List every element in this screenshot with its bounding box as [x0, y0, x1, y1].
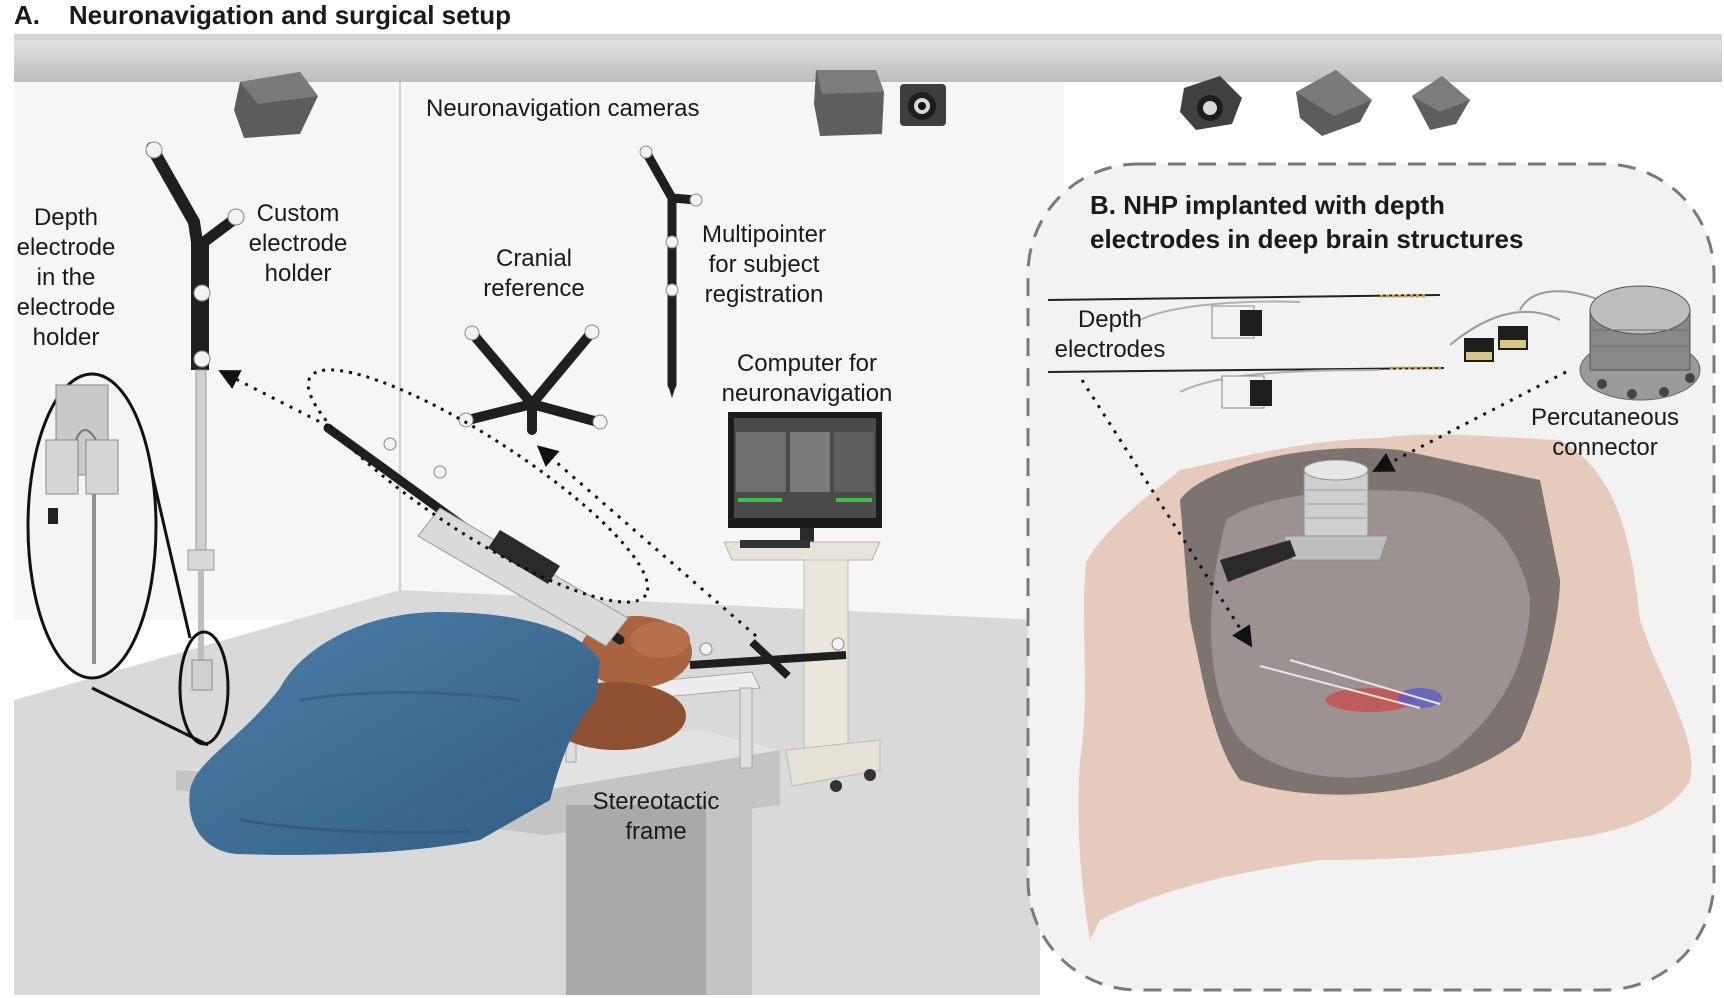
back-wall — [14, 80, 1064, 620]
depth-electrodes-illustration — [1047, 294, 1445, 409]
camera-icon — [1412, 76, 1470, 130]
label-multipointer: Multipointer for subject registration — [701, 221, 827, 308]
percutaneous-connector-on-skull — [1220, 459, 1389, 582]
label-stereotactic-frame: Stereotactic frame — [592, 788, 720, 845]
label-neuronavigation-cameras: Neuronavigation cameras — [426, 95, 700, 122]
label-depth-electrode-holder: Depth electrode in the electrode holder — [16, 204, 116, 351]
arrow-to-implanted-electrodes — [1080, 379, 1253, 648]
camera-lens-icon — [1180, 76, 1242, 130]
camera-icon — [234, 72, 318, 138]
panel-b-title-line2: electrodes in deep brain structures — [1090, 224, 1524, 254]
camera-icon — [1296, 70, 1372, 136]
arrow — [1080, 370, 1567, 648]
percutaneous-connector-illustration — [1449, 285, 1701, 401]
panel-b-title: B. NHP implanted with depth electrodes i… — [1090, 188, 1523, 256]
electrode-holder-zoom — [26, 372, 230, 747]
label-depth-electrodes: Depth electrodes — [1054, 306, 1166, 363]
surgical-drape — [189, 612, 600, 855]
panel-a-title: A. Neuronavigation and surgical setup — [14, 0, 511, 31]
cranial-reference-tool — [458, 324, 608, 435]
label-computer-neuronavigation: Computer for neuronavigation — [721, 350, 893, 407]
label-custom-electrode-holder: Custom electrode holder — [248, 200, 348, 287]
multipointer-tool — [639, 145, 703, 398]
panel-a-letter: A. — [14, 0, 40, 30]
label-cranial-reference: Cranial reference — [483, 245, 585, 302]
custom-electrode-holder — [145, 141, 245, 691]
panel-a-title-text: Neuronavigation and surgical setup — [68, 0, 511, 30]
camera-icon — [814, 70, 884, 136]
camera-lens-icon — [900, 84, 946, 126]
panel-b-title-line1: B. NHP implanted with depth — [1090, 190, 1445, 220]
label-percutaneous-connector: Percutaneous connector — [1530, 404, 1680, 461]
